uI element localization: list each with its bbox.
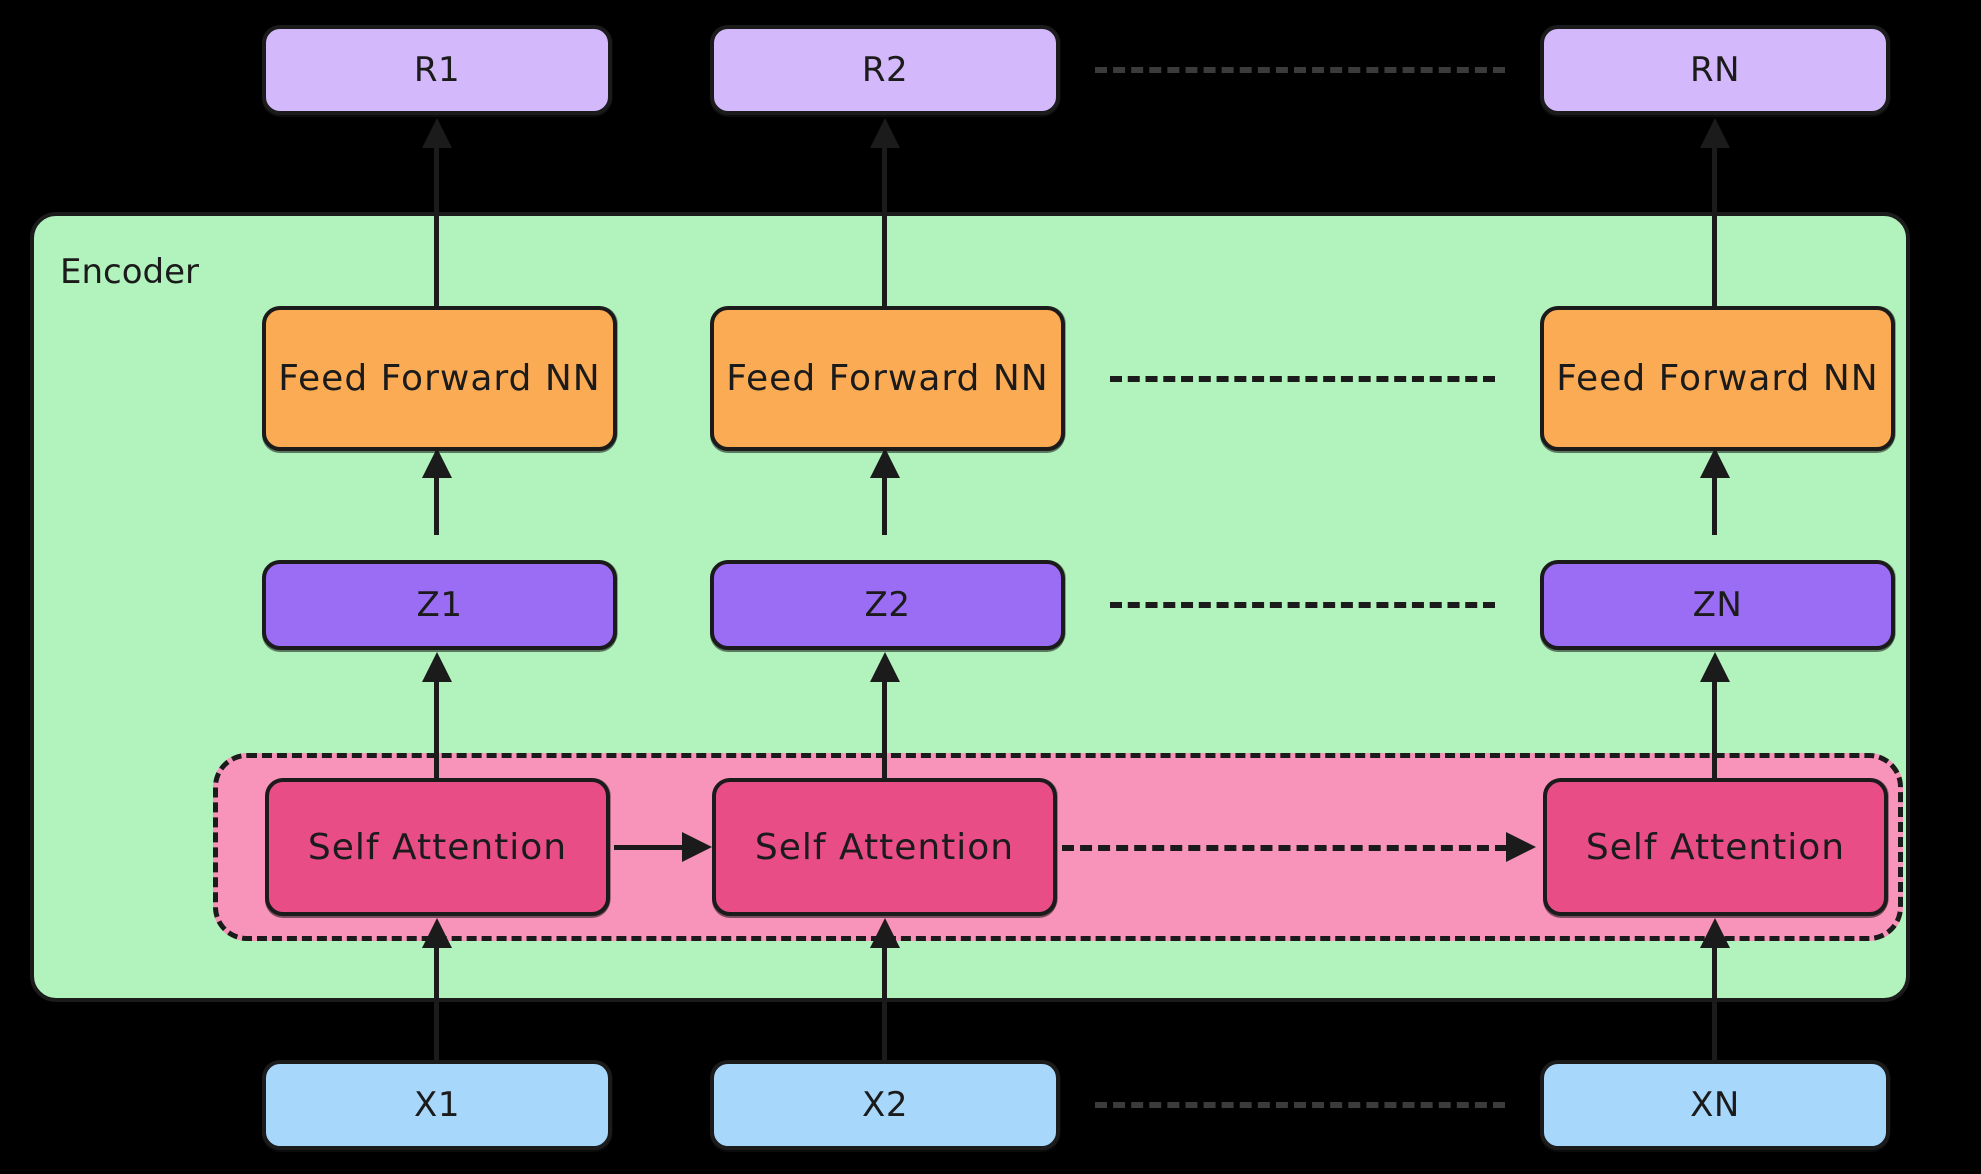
node-feed-forward-nn-1[interactable]: Feed Forward NN <box>262 306 617 451</box>
node-x1-label: X1 <box>414 1085 460 1125</box>
edge-x2-to-sa2 <box>882 945 887 1065</box>
arrowhead-z2-to-ffn2 <box>870 448 900 478</box>
node-self-attention-n[interactable]: Self Attention <box>1543 778 1888 916</box>
arrowhead-z1-to-ffn1 <box>422 448 452 478</box>
group-encoder-label: Encoder <box>60 252 200 292</box>
arrowhead-x1-to-sa1 <box>422 918 452 948</box>
node-r2-label: R2 <box>861 50 909 90</box>
edge-sa1-to-z1 <box>434 680 439 810</box>
node-self-attention-2-label: Self Attention <box>754 826 1015 868</box>
edge-sa2-to-san <box>1062 845 1507 851</box>
edge-ffn2-to-r2 <box>882 145 887 310</box>
edge-zn-to-ffnn <box>1712 475 1717 535</box>
node-self-attention-n-label: Self Attention <box>1585 826 1846 868</box>
node-zn[interactable]: ZN <box>1540 560 1895 650</box>
node-xn[interactable]: XN <box>1540 1060 1890 1150</box>
edge-sa1-to-sa2 <box>614 845 684 850</box>
dashed-connector-feed-forward <box>1110 376 1495 382</box>
arrowhead-sa1-to-z1 <box>422 652 452 682</box>
dashed-connector-outputs <box>1095 67 1505 73</box>
arrowhead-ffnn-to-rn <box>1700 118 1730 148</box>
node-x2-label: X2 <box>862 1085 908 1125</box>
arrowhead-x2-to-sa2 <box>870 918 900 948</box>
node-xn-label: XN <box>1690 1085 1740 1125</box>
edge-san-to-zn <box>1712 680 1717 810</box>
node-rn-label: RN <box>1689 50 1741 90</box>
arrowhead-ffn1-to-r1 <box>422 118 452 148</box>
node-zn-label: ZN <box>1692 585 1743 625</box>
arrowhead-san-to-zn <box>1700 652 1730 682</box>
dashed-connector-inputs <box>1095 1102 1505 1108</box>
node-z2-label: Z2 <box>864 585 911 625</box>
node-rn[interactable]: RN <box>1540 25 1890 115</box>
node-x2[interactable]: X2 <box>710 1060 1060 1150</box>
edge-ffn1-to-r1 <box>434 145 439 310</box>
node-z1-label: Z1 <box>416 585 463 625</box>
node-x1[interactable]: X1 <box>262 1060 612 1150</box>
arrowhead-sa2-to-z2 <box>870 652 900 682</box>
arrowhead-xn-to-san <box>1700 918 1730 948</box>
node-feed-forward-nn-1-label: Feed Forward NN <box>278 358 601 399</box>
node-z2[interactable]: Z2 <box>710 560 1065 650</box>
arrowhead-sa1-to-sa2 <box>682 832 712 862</box>
node-feed-forward-nn-n[interactable]: Feed Forward NN <box>1540 306 1895 451</box>
arrowhead-ffn2-to-r2 <box>870 118 900 148</box>
node-r1[interactable]: R1 <box>262 25 612 115</box>
node-r2[interactable]: R2 <box>710 25 1060 115</box>
edge-ffnn-to-rn <box>1712 145 1717 310</box>
edge-xn-to-san <box>1712 945 1717 1065</box>
edge-sa2-to-z2 <box>882 680 887 810</box>
dashed-connector-z <box>1110 602 1495 608</box>
edge-x1-to-sa1 <box>434 945 439 1065</box>
node-feed-forward-nn-n-label: Feed Forward NN <box>1556 358 1879 399</box>
node-self-attention-1[interactable]: Self Attention <box>265 778 610 916</box>
node-feed-forward-nn-2-label: Feed Forward NN <box>726 358 1049 399</box>
node-feed-forward-nn-2[interactable]: Feed Forward NN <box>710 306 1065 451</box>
node-r1-label: R1 <box>413 50 461 90</box>
edge-z1-to-ffn1 <box>434 475 439 535</box>
node-self-attention-1-label: Self Attention <box>307 826 568 868</box>
arrowhead-sa2-to-san <box>1506 832 1536 862</box>
edge-z2-to-ffn2 <box>882 475 887 535</box>
arrowhead-zn-to-ffnn <box>1700 448 1730 478</box>
node-z1[interactable]: Z1 <box>262 560 617 650</box>
node-self-attention-2[interactable]: Self Attention <box>712 778 1057 916</box>
